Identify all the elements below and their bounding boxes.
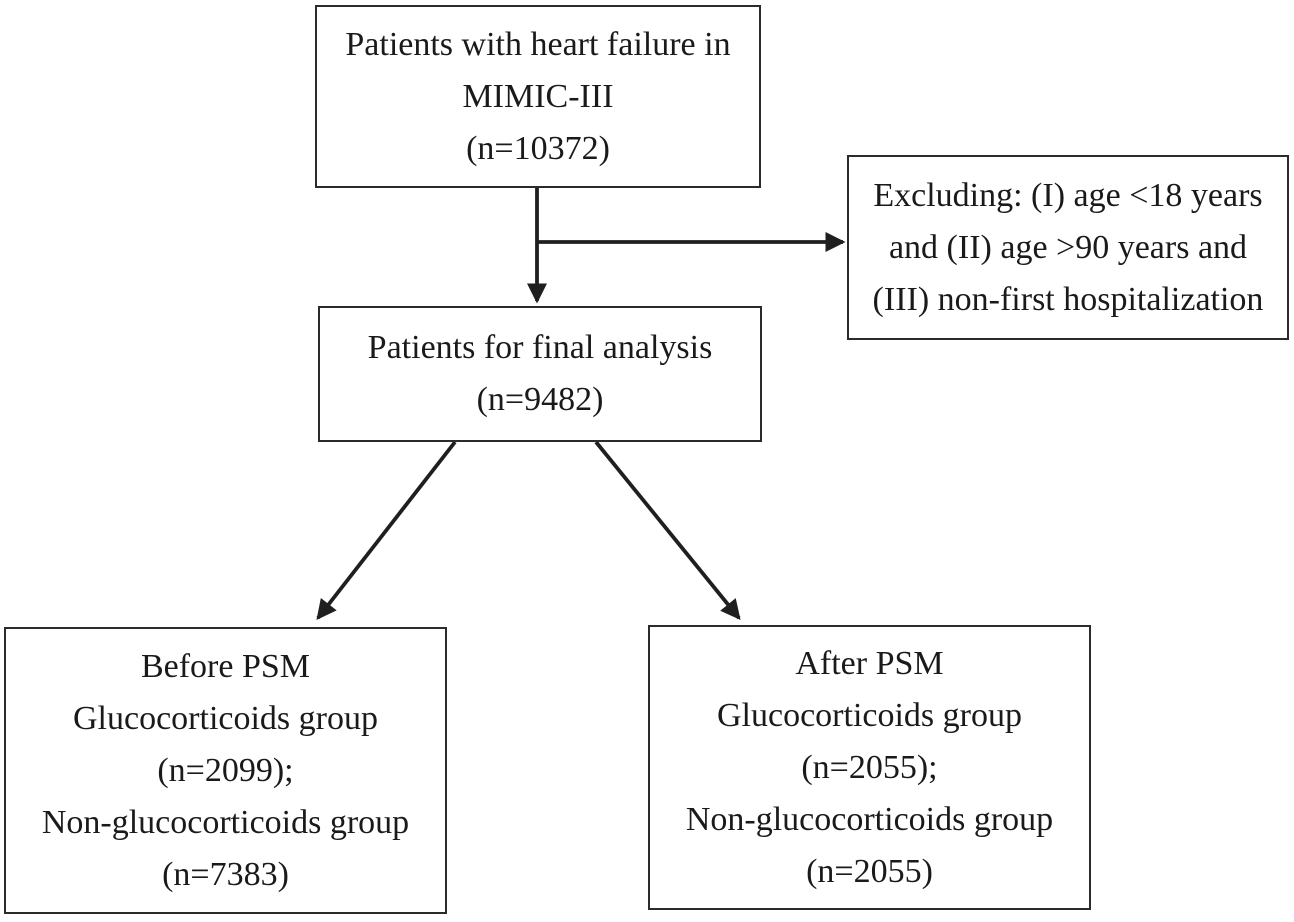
box-text-line: MIMIC-III — [462, 77, 614, 115]
arrow-final-to-after-psm — [594, 440, 741, 620]
box-text-line: Before PSM — [140, 647, 311, 685]
box-text-line: (n=2055) — [806, 852, 933, 890]
box-text-line: Glucocorticoids group — [73, 699, 378, 737]
box-text-line: (n=2099); — [157, 751, 294, 789]
box-exclusion-criteria: Excluding: (I) age <18 years and (II) ag… — [847, 155, 1289, 340]
box-text-line: Patients with heart failure in — [345, 25, 731, 63]
box-text-line: After PSM — [795, 644, 944, 682]
box-text-line: (n=7383) — [162, 855, 289, 893]
box-text-line: Non-glucocorticoids group — [685, 800, 1054, 838]
box-text-line: Non-glucocorticoids group — [41, 803, 410, 841]
arrow-final-to-before-psm — [316, 440, 457, 620]
box-text-line: (III) non-first hospitalization — [872, 280, 1264, 318]
box-text-line: (n=10372) — [466, 129, 610, 167]
box-text-line: Glucocorticoids group — [717, 696, 1022, 734]
box-final-analysis: Patients for final analysis (n=9482) — [318, 306, 762, 442]
box-text-line: (n=9482) — [476, 381, 604, 418]
box-after-psm: After PSM Glucocorticoids group (n=2055)… — [648, 625, 1091, 910]
box-text-line: and (II) age >90 years and — [888, 228, 1248, 266]
box-text-line: Excluding: (I) age <18 years — [873, 176, 1263, 214]
box-text-line: (n=2055); — [801, 748, 938, 786]
box-text-line: Patients for final analysis — [367, 329, 713, 366]
box-heart-failure-cohort: Patients with heart failure in MIMIC-III… — [315, 5, 761, 188]
box-before-psm: Before PSM Glucocorticoids group (n=2099… — [4, 627, 447, 914]
